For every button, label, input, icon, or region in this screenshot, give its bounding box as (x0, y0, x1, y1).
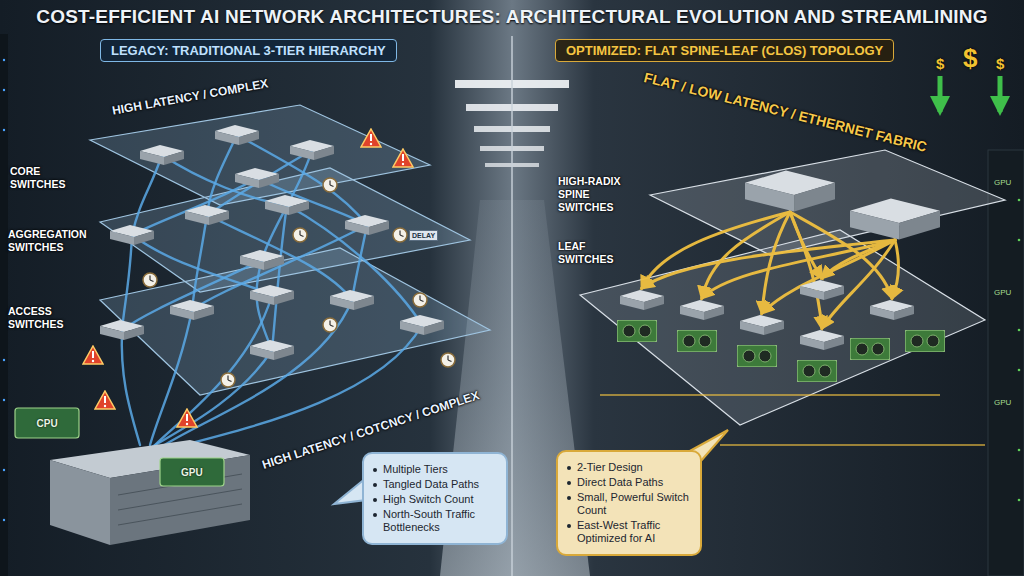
bullet-item: Small, Powerful Switch Count (567, 491, 692, 517)
bullet-item: North-South Traffic Bottlenecks (373, 508, 498, 534)
header-text: OPTIMIZED: FLAT SPINE-LEAF (CLOS) TOPOLO… (566, 43, 883, 58)
rack-label: GPU (994, 288, 1011, 297)
bullet-item: High Switch Count (373, 493, 498, 506)
cost-symbol: $ (936, 55, 944, 72)
bullet-item: East-West Traffic Optimized for AI (567, 519, 692, 545)
rack-label: GPU (994, 398, 1011, 407)
tier-label: LEAF SWITCHES (558, 240, 628, 266)
chip-label: GPU (181, 467, 203, 478)
bullet-item: Tangled Data Paths (373, 478, 498, 491)
bullet-item: Direct Data Paths (567, 476, 692, 489)
panel-header: OPTIMIZED: FLAT SPINE-LEAF (CLOS) TOPOLO… (555, 39, 894, 62)
tier-label: CORE SWITCHES (10, 165, 82, 191)
cost-symbol: $ (963, 43, 977, 74)
delay-tag: DELAY (409, 230, 438, 241)
panel-header: LEGACY: TRADITIONAL 3-TIER HIERARCHY (100, 39, 397, 62)
tier-label: AGGREGATION SWITCHES (8, 228, 92, 254)
chip-label: CPU (37, 418, 58, 429)
header-text: LEGACY: TRADITIONAL 3-TIER HIERARCHY (111, 43, 386, 58)
bullet-item: 2-Tier Design (567, 461, 692, 474)
diagram-title: COST-EFFICIENT AI NETWORK ARCHITECTURES:… (0, 0, 1024, 34)
bullet-item: Multiple Tiers (373, 463, 498, 476)
rack-label: GPU (994, 178, 1011, 187)
callout-bubble: 2-Tier DesignDirect Data PathsSmall, Pow… (556, 450, 702, 556)
tier-label: ACCESS SWITCHES (8, 305, 70, 331)
cost-symbol: $ (996, 55, 1004, 72)
callout-bubble: Multiple TiersTangled Data PathsHigh Swi… (362, 452, 508, 545)
tier-label: HIGH-RADIX SPINE SWITCHES (558, 175, 638, 214)
